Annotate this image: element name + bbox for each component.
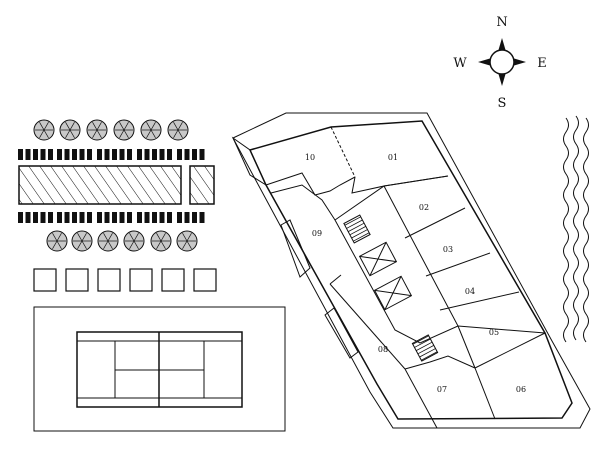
parking-space [97,149,102,160]
parking-space [79,149,85,160]
parking-space [199,149,205,160]
stair-icon [344,216,370,242]
parking-space [72,149,77,160]
parking-space [64,149,70,160]
tree-row-top [33,119,189,141]
parking-space [112,149,117,160]
parking-space [152,149,157,160]
tree-icon [86,119,108,141]
parking-space [112,212,117,223]
parking-space [144,212,150,223]
unit-label-08: 08 [378,345,388,354]
parking-space [159,212,165,223]
unit-labels: 01 02 03 04 05 06 07 08 09 10 [305,153,526,394]
parking-space [167,149,172,160]
unit-label-09: 09 [312,229,322,238]
tree-icon [113,119,135,141]
parking-space [177,212,182,223]
parking-space [144,149,150,160]
planter-box [129,268,153,292]
parking-space [33,212,38,223]
tree-icon [46,230,68,252]
tree-icon [123,230,145,252]
tree-icon [71,230,93,252]
planter-box [193,268,217,292]
parking-space [137,149,142,160]
parking-space [18,149,23,160]
parking-space [79,212,85,223]
parking-space [104,212,110,223]
planter-box [161,268,185,292]
tree-icon [150,230,172,252]
parking-space [137,212,142,223]
unit-label-06: 06 [516,385,526,394]
water-edge [563,115,589,343]
parking-space [152,212,157,223]
tree-icon [59,119,81,141]
tree-icon [33,119,55,141]
planter-box [33,268,57,292]
unit-label-02: 02 [419,203,429,212]
planter-boxes [33,268,217,292]
parking-space [18,212,23,223]
unit-label-05: 05 [489,328,499,337]
parking-space [33,149,38,160]
unit-label-03: 03 [443,245,453,254]
parking-space [159,149,165,160]
compass-north: N [496,15,507,30]
parking-space [57,149,62,160]
parking-space [184,212,190,223]
parking-space [64,212,70,223]
parking-space [72,212,77,223]
unit-label-04: 04 [465,287,475,296]
parking-space [184,149,190,160]
parking-space [40,212,46,223]
unit-label-07: 07 [437,385,447,394]
stairs-and-elevators [344,216,438,361]
parking-space [177,149,182,160]
parking-space [25,212,31,223]
parking-space [119,149,125,160]
compass-east: E [537,56,547,71]
planter-box [97,268,121,292]
parking-space [199,212,205,223]
parking-space [104,149,110,160]
stair-icon [412,335,438,361]
parking-space [87,149,92,160]
parking-row-bottom [18,212,205,223]
parking-space [57,212,62,223]
compass-west: W [453,56,467,71]
compass-south: S [498,96,507,111]
parking-space [25,149,31,160]
tennis-court [33,306,286,432]
tree-icon [176,230,198,252]
parking-space [127,212,132,223]
parking-space [48,149,53,160]
planter-box [65,268,89,292]
parking-space [48,212,53,223]
compass-rose-icon: N S W E [453,15,546,111]
tree-icon [140,119,162,141]
parking-space [167,212,172,223]
unit-label-01: 01 [388,153,398,162]
parking-space [192,212,197,223]
hatched-structure [18,165,215,205]
unit-label-10: 10 [305,153,315,162]
parking-row-top [18,149,205,160]
parking-space [40,149,46,160]
tree-icon [97,230,119,252]
building-outline [231,112,591,429]
tree-icon [167,119,189,141]
parking-space [119,212,125,223]
parking-space [87,212,92,223]
parking-space [192,149,197,160]
parking-space [127,149,132,160]
tree-row-bottom [46,230,198,252]
parking-space [97,212,102,223]
